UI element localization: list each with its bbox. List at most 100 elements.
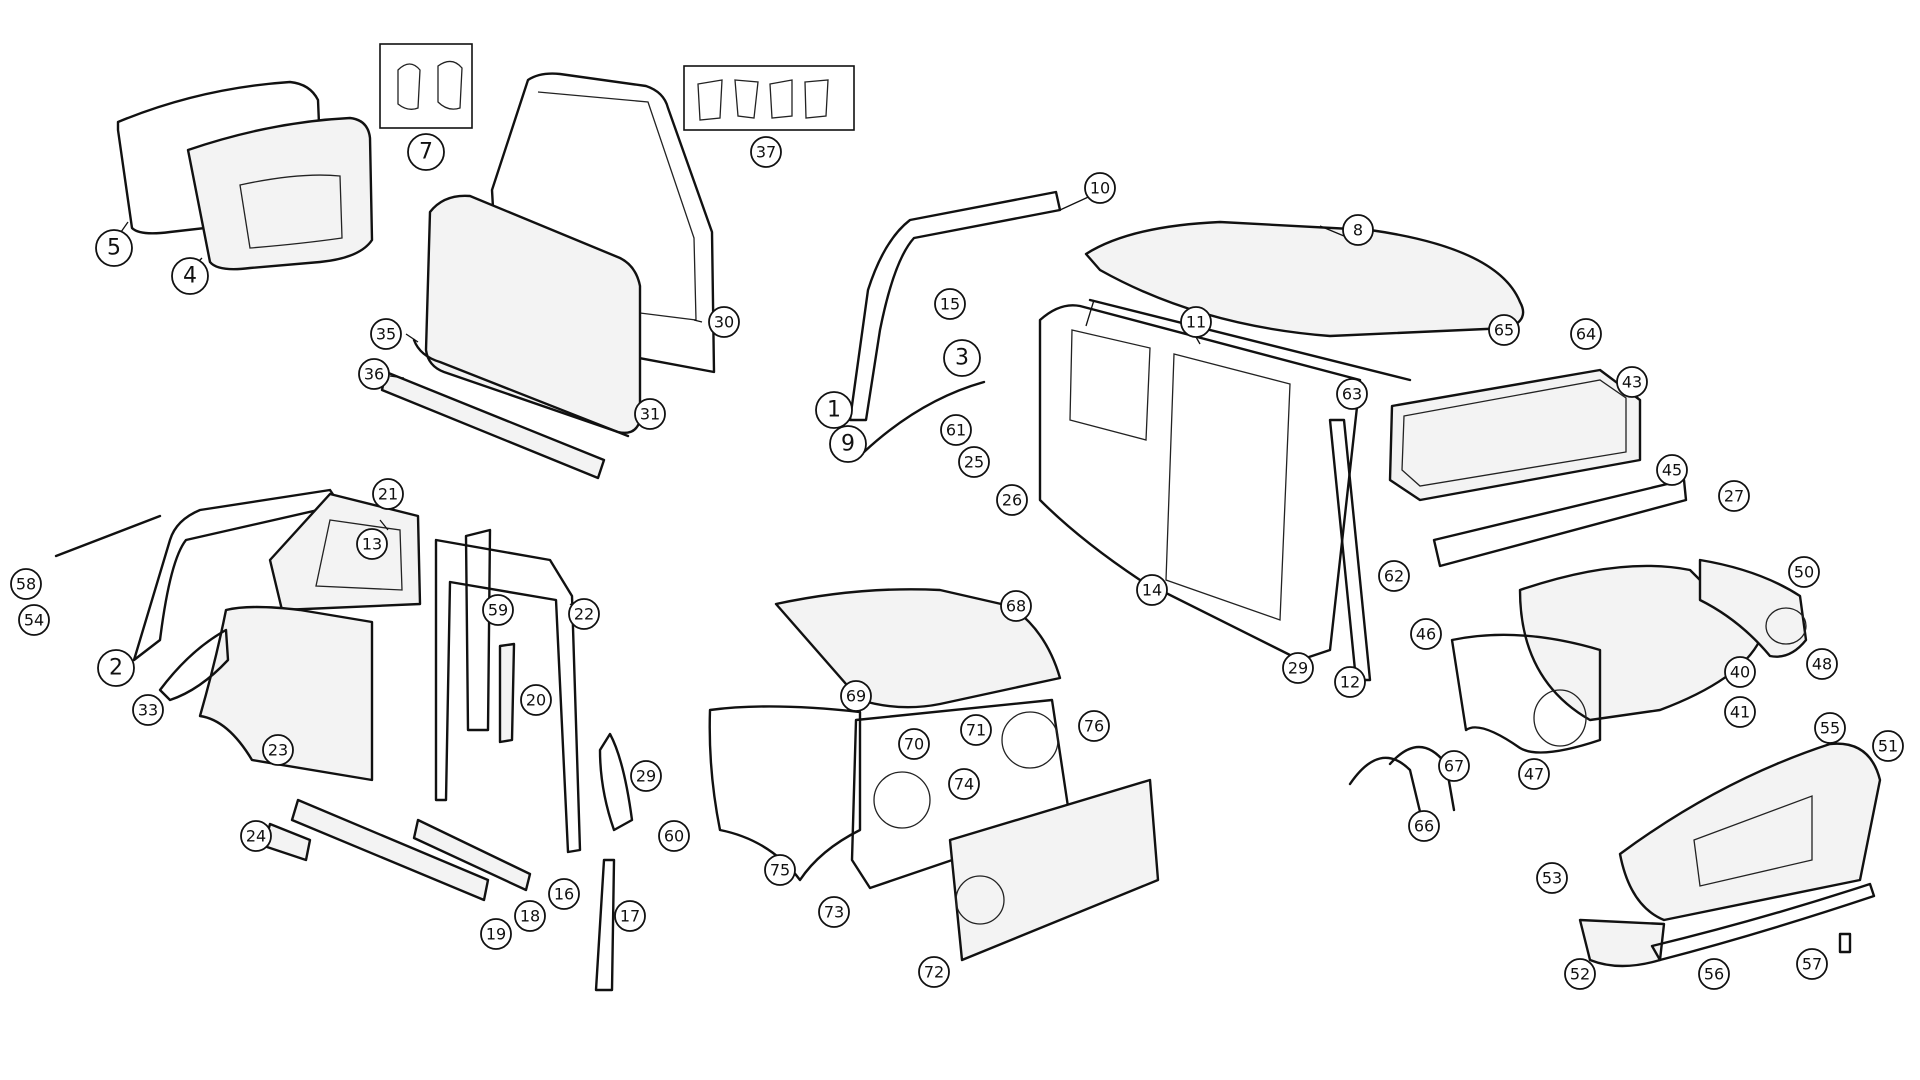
callout-label: 37 bbox=[756, 143, 776, 162]
callout-9: 9 bbox=[829, 425, 867, 463]
callout-59: 59 bbox=[482, 594, 514, 626]
callout-circle bbox=[132, 694, 164, 726]
callout-label: 45 bbox=[1662, 461, 1682, 480]
part-9-strip bbox=[862, 380, 986, 454]
callout-circle bbox=[520, 684, 552, 716]
callout-label: 69 bbox=[846, 687, 866, 706]
callout-label: 73 bbox=[824, 903, 844, 922]
callout-73: 73 bbox=[818, 896, 850, 928]
callout-7: 7 bbox=[407, 133, 445, 171]
callout-label: 40 bbox=[1730, 663, 1750, 682]
callout-circle bbox=[764, 854, 796, 886]
callout-circle bbox=[918, 956, 950, 988]
callout-16: 16 bbox=[548, 878, 580, 910]
callout-circle bbox=[818, 896, 850, 928]
callout-50: 50 bbox=[1788, 556, 1820, 588]
callout-circle bbox=[996, 484, 1028, 516]
callout-21: 21 bbox=[372, 478, 404, 510]
callout-circle bbox=[948, 768, 980, 800]
callout-label: 9 bbox=[841, 432, 855, 457]
callout-label: 25 bbox=[964, 453, 984, 472]
callout-circle bbox=[829, 425, 867, 463]
callout-2: 2 bbox=[97, 649, 135, 687]
callout-76: 76 bbox=[1078, 710, 1110, 742]
callout-circle bbox=[171, 257, 209, 295]
callout-label: 22 bbox=[574, 605, 594, 624]
part-47-wing bbox=[1450, 633, 1602, 754]
callout-label: 50 bbox=[1794, 563, 1814, 582]
callout-circle bbox=[356, 528, 388, 560]
callout-46: 46 bbox=[1410, 618, 1442, 650]
callout-57: 57 bbox=[1796, 948, 1828, 980]
callout-71: 71 bbox=[960, 714, 992, 746]
callout-27: 27 bbox=[1718, 480, 1750, 512]
callout-label: 68 bbox=[1006, 597, 1026, 616]
part-1-header bbox=[848, 190, 1062, 422]
callout-circle bbox=[1334, 666, 1366, 698]
callout-label: 7 bbox=[419, 140, 433, 165]
callout-circle bbox=[958, 446, 990, 478]
callout-label: 3 bbox=[955, 346, 969, 371]
callout-circle bbox=[708, 306, 740, 338]
callout-label: 66 bbox=[1414, 817, 1434, 836]
part-19-sill bbox=[290, 798, 490, 902]
callout-circle bbox=[1788, 556, 1820, 588]
callout-circle bbox=[10, 568, 42, 600]
part-56-bumper bbox=[1650, 882, 1876, 962]
callout-label: 61 bbox=[946, 421, 966, 440]
callout-label: 72 bbox=[924, 963, 944, 982]
callout-circle bbox=[658, 820, 690, 852]
callout-circle bbox=[1000, 590, 1032, 622]
callout-60: 60 bbox=[658, 820, 690, 852]
callout-circle bbox=[1282, 652, 1314, 684]
callout-circle bbox=[1724, 696, 1756, 728]
callout-label: 54 bbox=[24, 611, 44, 630]
callout-label: 64 bbox=[1576, 325, 1596, 344]
callout-47: 47 bbox=[1518, 758, 1550, 790]
callout-circle bbox=[1536, 862, 1568, 894]
part-31-door-skin bbox=[424, 194, 642, 434]
callout-66: 66 bbox=[1408, 810, 1440, 842]
callout-circle bbox=[407, 133, 445, 171]
callout-label: 33 bbox=[138, 701, 158, 720]
part-5-panel bbox=[116, 80, 324, 235]
callout-63: 63 bbox=[1336, 378, 1368, 410]
part-22-door-frame bbox=[434, 538, 582, 854]
callout-68: 68 bbox=[1000, 590, 1032, 622]
callout-label: 36 bbox=[364, 365, 384, 384]
callout-label: 18 bbox=[520, 907, 540, 926]
part-outlines bbox=[54, 43, 1882, 992]
part-23-rear-wing bbox=[198, 605, 374, 782]
part-20-strip bbox=[498, 642, 516, 744]
callout-label: 57 bbox=[1802, 955, 1822, 974]
callout-4: 4 bbox=[171, 257, 209, 295]
callout-circle bbox=[18, 604, 50, 636]
callout-20: 20 bbox=[520, 684, 552, 716]
callout-70: 70 bbox=[898, 728, 930, 760]
callout-18: 18 bbox=[514, 900, 546, 932]
callout-label: 27 bbox=[1724, 487, 1744, 506]
part-51-rear-panel bbox=[1618, 742, 1882, 922]
callout-label: 56 bbox=[1704, 965, 1724, 984]
callout-circle bbox=[630, 760, 662, 792]
callout-circle bbox=[1616, 366, 1648, 398]
callout-37: 37 bbox=[750, 136, 782, 168]
callout-circle bbox=[934, 288, 966, 320]
callout-33: 33 bbox=[132, 694, 164, 726]
callout-label: 21 bbox=[378, 485, 398, 504]
callout-circle bbox=[1698, 958, 1730, 990]
callout-circle bbox=[358, 358, 390, 390]
part-17-post bbox=[594, 858, 616, 992]
callout-label: 29 bbox=[636, 767, 656, 786]
callout-label: 8 bbox=[1353, 221, 1363, 240]
callout-29b: 29 bbox=[630, 760, 662, 792]
callout-label: 17 bbox=[620, 907, 640, 926]
callout-circle bbox=[1718, 480, 1750, 512]
callout-label: 70 bbox=[904, 735, 924, 754]
part-59-pillar bbox=[464, 528, 492, 732]
callout-circle bbox=[1180, 306, 1212, 338]
callout-72: 72 bbox=[918, 956, 950, 988]
callout-label: 35 bbox=[376, 325, 396, 344]
callout-label: 14 bbox=[1142, 581, 1162, 600]
callout-14: 14 bbox=[1136, 574, 1168, 606]
